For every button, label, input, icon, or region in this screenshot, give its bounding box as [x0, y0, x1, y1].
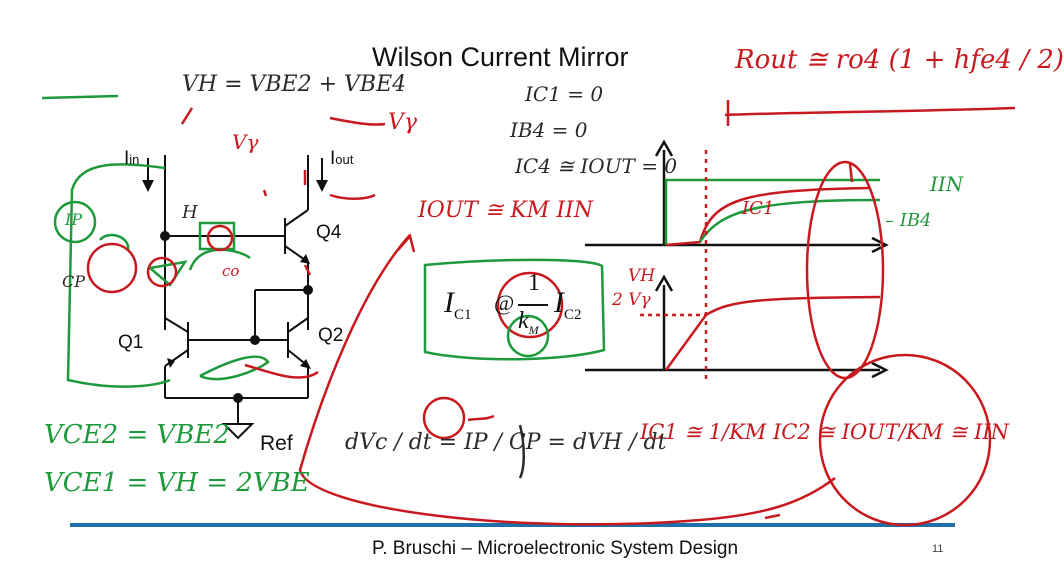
graph-vh-label: VH: [628, 266, 656, 286]
vh-equation-annotation: VH = VBE2 + VBE4: [182, 72, 407, 97]
h-node-label: H: [182, 202, 198, 223]
circuit-green-ink: [41, 94, 270, 388]
cp-label: CP: [62, 272, 86, 291]
vce2-equation: VCE2 = VBE2: [44, 420, 230, 450]
formula-denominator: kM: [518, 308, 539, 337]
transistor-q4-label: Q4: [316, 222, 342, 243]
wilson-circuit-schematic: [142, 155, 328, 440]
slide-canvas: [41, 94, 1016, 527]
equation-ink: [422, 396, 525, 479]
formula-numerator: 1: [528, 270, 540, 296]
ic4-zero-annotation: IC4 ≅ IOUT = 0: [515, 154, 678, 178]
graph-ic1-label: IC1: [742, 198, 775, 219]
connector-loop-ink: [298, 233, 992, 527]
co-label: co: [222, 262, 240, 280]
ic1-chain-equation: IC1 ≅ 1/KM IC2 ≅ IOUT/KM ≅ IIN: [640, 420, 1010, 444]
vgamma-right-annotation: Vγ: [388, 110, 418, 135]
output-current-symbol: I: [330, 148, 336, 169]
mirror-ratio-formula: IC1 @ 1 kM IC2: [430, 268, 600, 354]
vce1-equation: VCE1 = VH = 2VBE: [44, 468, 310, 498]
dvc-dt-equation: dVc / dt = IP / CP = dVH / dt: [345, 430, 667, 455]
input-current-symbol: I: [124, 148, 130, 169]
transistor-q1-label: Q1: [118, 332, 144, 353]
input-current-subscript: in: [129, 152, 140, 167]
page-number: 11: [932, 543, 944, 555]
output-current-label: Iout: [330, 148, 353, 170]
formula-fraction-bar: [518, 304, 548, 306]
time-graphs: [585, 139, 889, 380]
reference-label: Ref: [260, 432, 293, 455]
ib4-zero-annotation: IB4 = 0: [510, 118, 588, 142]
formula-relation: @: [494, 290, 515, 315]
footer-text: P. Bruschi – Microelectronic System Desi…: [372, 538, 739, 559]
graph-ib4-label: – IB4: [885, 210, 932, 231]
graph-iin-label: IIN: [930, 172, 964, 196]
rout-annotation: Rout ≅ ro4 (1 + hfe4 / 2): [735, 45, 1064, 75]
formula-box-ink: [423, 258, 606, 361]
slide-title: Wilson Current Mirror: [372, 42, 629, 72]
output-current-subscript: out: [335, 152, 354, 167]
formula-rhs: IC2: [554, 286, 582, 323]
transistor-q2-label: Q2: [318, 325, 344, 346]
graph-2vgamma-label: 2 Vγ: [612, 290, 651, 310]
rout-ink: [724, 100, 1016, 126]
ip-label: IP: [65, 210, 83, 229]
formula-lhs: IC1: [444, 286, 472, 323]
iout-km-annotation: IOUT ≅ KM IIN: [418, 198, 593, 223]
vgamma-annotation: Vγ: [232, 130, 259, 154]
ic1-zero-annotation: IC1 = 0: [525, 82, 604, 106]
footer-rule: [70, 523, 955, 527]
input-current-label: Iin: [124, 148, 139, 170]
circuit-red-ink: [86, 107, 386, 379]
